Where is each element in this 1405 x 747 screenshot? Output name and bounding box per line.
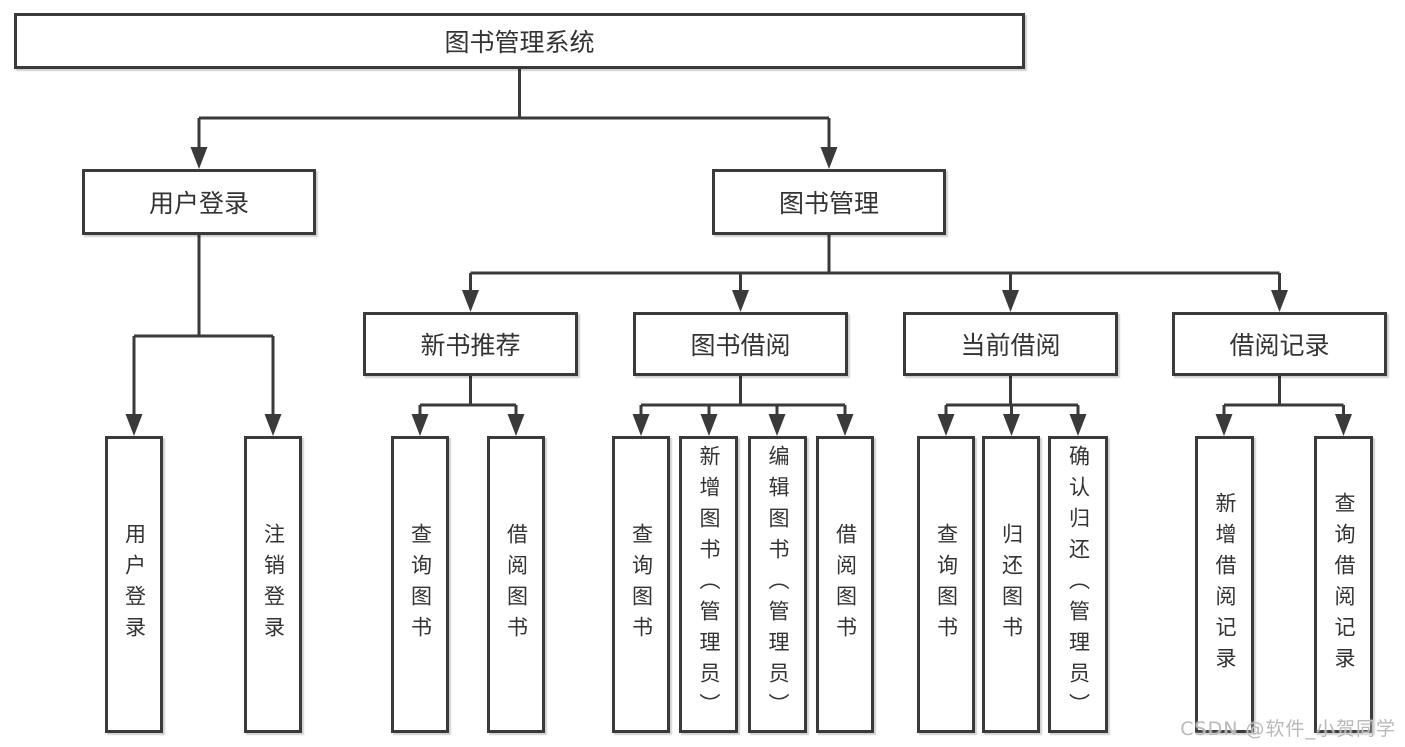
- leaf-logout: 注销登录: [244, 436, 302, 733]
- arrowhead: [768, 414, 786, 436]
- arrowhead: [937, 414, 955, 436]
- leaf-edit-books-admin: 编辑图书（管理员）: [748, 436, 807, 733]
- arrowhead: [732, 290, 749, 312]
- leaf-query-books-current: 查询图书: [917, 436, 975, 733]
- connector-root-to-level1: [197, 69, 831, 150]
- leaf-label: 借阅图书: [833, 522, 858, 647]
- arrowhead: [1335, 414, 1352, 436]
- node-current-borrow: 当前借阅: [903, 312, 1118, 376]
- leaf-add-books-admin: 新增图书（管理员）: [679, 436, 738, 733]
- leaf-add-borrow-record: 新增借阅记录: [1195, 436, 1254, 733]
- connector-new-books-to-leaves: [418, 375, 518, 416]
- connector-book-borrow-to-leaves: [639, 375, 847, 416]
- leaf-query-books-borrow: 查询图书: [612, 436, 670, 733]
- node-book-borrow: 图书借阅: [633, 312, 848, 376]
- leaf-label: 查询图书: [629, 522, 654, 647]
- csdn-watermark: CSDN @软件_小贺同学: [1180, 718, 1396, 740]
- leaf-label: 注销登录: [261, 522, 286, 647]
- leaf-label: 用户登录: [122, 522, 147, 647]
- arrowhead: [462, 290, 479, 312]
- node-book-management: 图书管理: [712, 169, 946, 235]
- leaf-label: 编辑图书（管理员）: [766, 445, 791, 724]
- leaf-label: 归还图书: [999, 522, 1024, 647]
- leaf-return-books: 归还图书: [982, 436, 1040, 733]
- leaf-user-login: 用户登录: [105, 436, 163, 733]
- arrowhead: [1215, 414, 1233, 436]
- leaf-confirm-return-admin: 确认归还（管理员）: [1048, 436, 1108, 733]
- leaf-borrow-books-newbooks: 借阅图书: [487, 436, 545, 733]
- leaf-query-books-newbooks: 查询图书: [391, 436, 449, 733]
- arrowhead: [820, 147, 838, 169]
- leaf-label: 确认归还（管理员）: [1066, 445, 1091, 724]
- arrowhead: [632, 414, 650, 436]
- arrowhead: [1003, 414, 1020, 436]
- arrowhead: [411, 414, 429, 436]
- node-new-books: 新书推荐: [363, 312, 578, 376]
- leaf-label: 新增借阅记录: [1213, 491, 1238, 678]
- leaf-label: 查询图书: [408, 522, 433, 647]
- connector-borrow-records-to-leaves: [1222, 375, 1345, 416]
- connector-user-login-to-leaves: [132, 234, 275, 416]
- arrowhead: [125, 414, 143, 436]
- node-borrow-records: 借阅记录: [1172, 312, 1387, 376]
- arrowhead: [507, 414, 525, 436]
- arrowhead: [264, 414, 282, 436]
- connector-book-management-to-level2: [469, 234, 1281, 292]
- connector-current-borrow-to-leaves: [944, 375, 1080, 416]
- leaf-label: 查询图书: [934, 522, 959, 647]
- leaf-label: 查询借阅记录: [1332, 491, 1357, 678]
- leaf-label: 借阅图书: [504, 522, 529, 647]
- arrowhead: [1069, 414, 1087, 436]
- arrowhead: [836, 414, 854, 436]
- node-user-login: 用户登录: [82, 169, 316, 235]
- arrowhead: [1002, 290, 1019, 312]
- leaf-label: 新增图书（管理员）: [697, 445, 722, 724]
- leaf-query-borrow-record: 查询借阅记录: [1314, 436, 1373, 733]
- arrowhead: [190, 147, 208, 169]
- node-root: 图书管理系统: [14, 13, 1025, 69]
- arrowhead: [1271, 290, 1288, 312]
- arrowhead: [700, 414, 718, 436]
- leaf-borrow-books-borrow: 借阅图书: [816, 436, 874, 733]
